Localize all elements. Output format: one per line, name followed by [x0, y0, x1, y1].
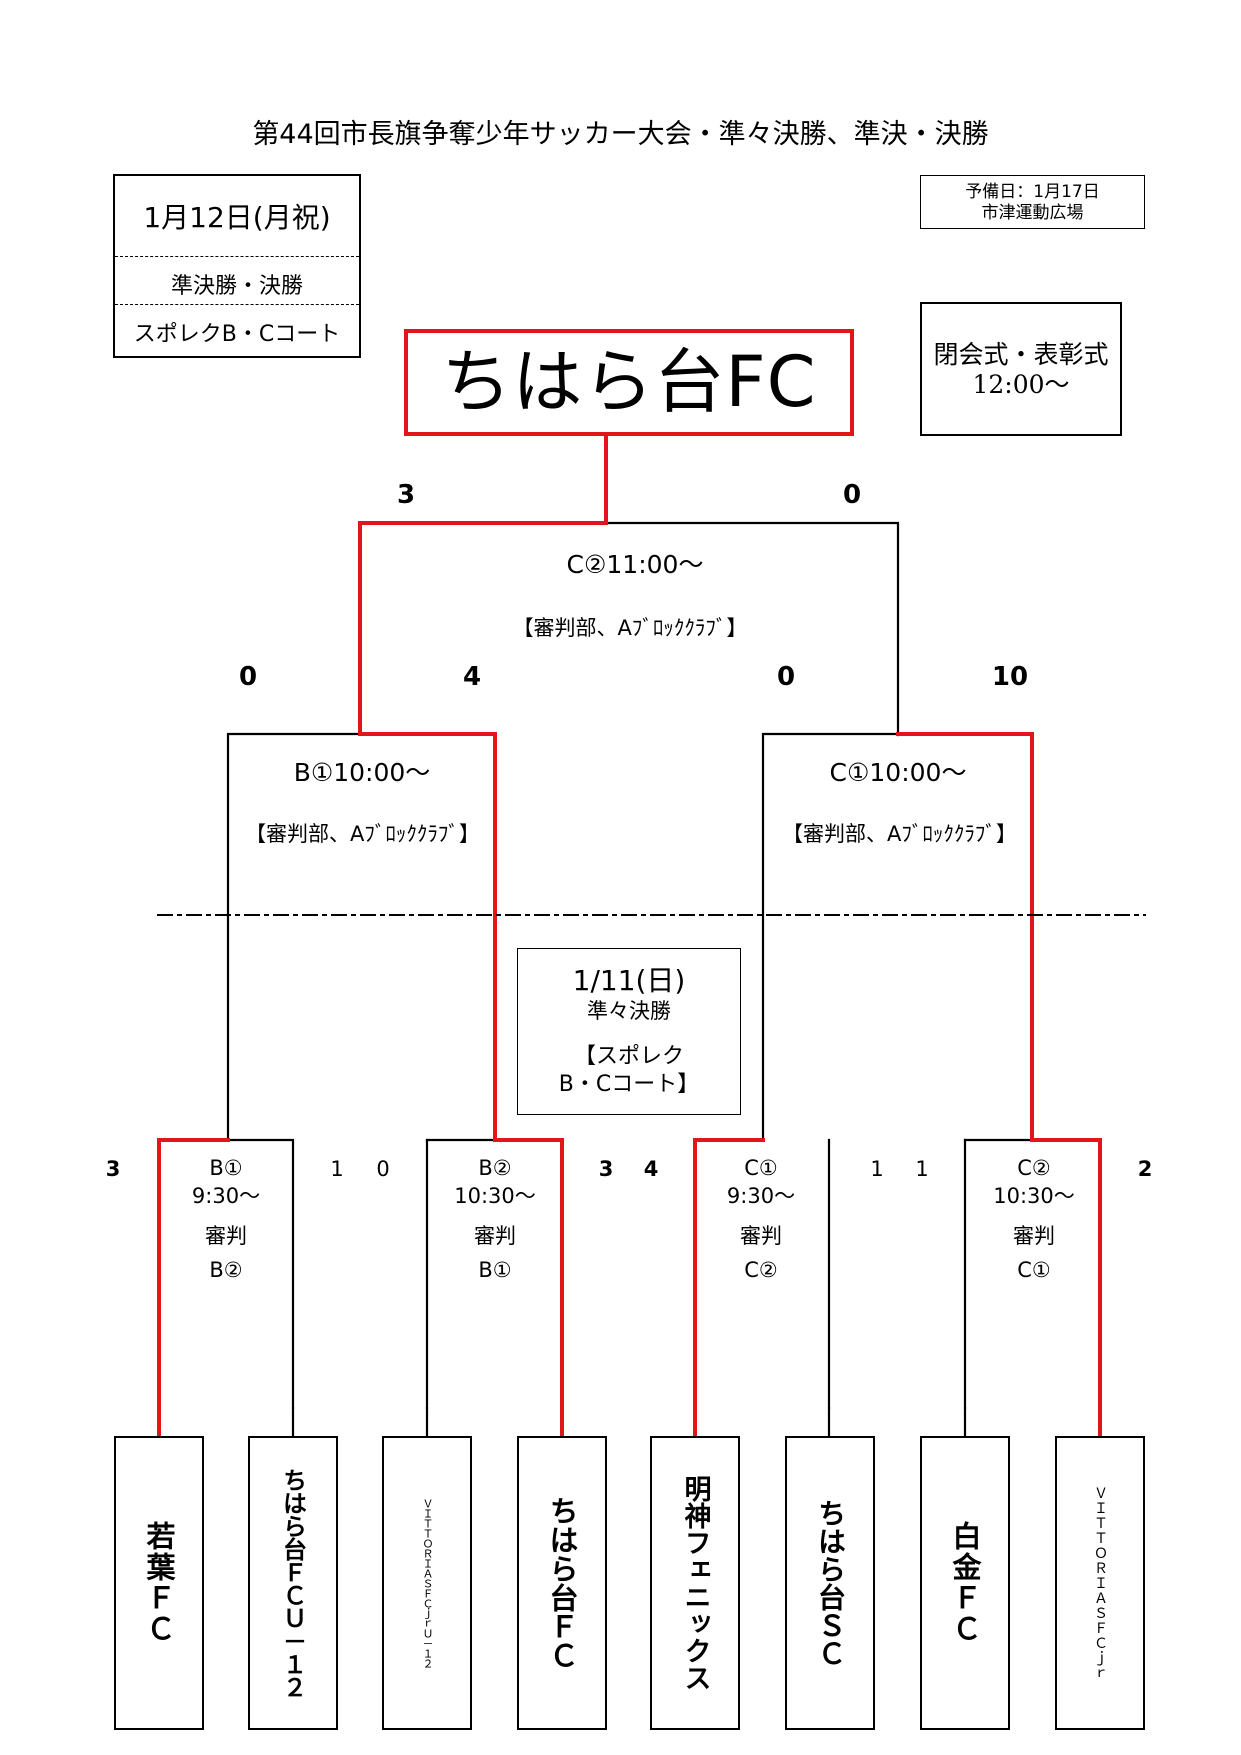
qf3-court: C①	[744, 1156, 778, 1180]
page-title: 第44回市長旗争奪少年サッカー大会・準々決勝、準決・決勝	[252, 119, 989, 150]
semi2-match-label: C①10:00～	[829, 758, 967, 787]
team-name: ＶＩＴＴＯＲＩＡＳＦＣｊｒ	[1092, 1485, 1108, 1681]
reserve-date: 予備日：1月17日	[965, 182, 1100, 202]
qf1-time: 9:30～	[191, 1184, 261, 1208]
qf4-score-right: 2	[1137, 1157, 1153, 1181]
team-name: 明神フェニックス	[679, 1475, 711, 1691]
team-name: ＶＩＴＴＯＲＩＡＳＦＣｊｒＵ－１２	[421, 1498, 434, 1668]
qf4-info: C② 10:30～ 審判 C①	[972, 1154, 1096, 1284]
semi1-score-left: 0	[238, 662, 258, 692]
divider	[115, 256, 359, 257]
qf1-ref-label: 審判	[205, 1224, 247, 1248]
court-label: スポレクB・Cコート	[133, 322, 341, 347]
qf-venue-line1: 【スポレク	[573, 1044, 684, 1069]
qf3-ref-label: 審判	[740, 1224, 782, 1248]
qf-round: 準々決勝	[587, 999, 671, 1023]
qf3-score-left: 4	[643, 1157, 659, 1181]
team-box: 若葉ＦＣ	[114, 1436, 204, 1730]
qf2-ref: B①	[478, 1258, 512, 1282]
qf-date: 1/11(日)	[572, 964, 686, 997]
team-box: 明神フェニックス	[650, 1436, 740, 1730]
semi1-match-label: B①10:00～	[293, 758, 431, 787]
qf4-ref-label: 審判	[1013, 1224, 1055, 1248]
final-score-left: 3	[396, 480, 416, 510]
final-referee: 【審判部、Aﾌﾞﾛｯｸｸﾗﾌﾞ】	[512, 616, 748, 640]
team-box: ＶＩＴＴＯＲＩＡＳＦＣｊｒＵ－１２	[382, 1436, 472, 1730]
quarterfinal-info-box: 1/11(日) 準々決勝 【スポレク B・Cコート】	[517, 948, 741, 1115]
final-score-right: 0	[842, 480, 862, 510]
team-name: 白金ＦＣ	[948, 1521, 982, 1645]
qf3-info: C① 9:30～ 審判 C②	[705, 1154, 817, 1284]
qf4-time: 10:30～	[993, 1184, 1075, 1208]
team-name: ちはら台ＳＣ	[814, 1499, 847, 1667]
semi2-score-left: 0	[776, 662, 796, 692]
qf1-ref: B②	[209, 1258, 243, 1282]
closing-title: 閉会式・表彰式	[933, 340, 1109, 369]
qf2-ref-label: 審判	[474, 1224, 516, 1248]
team-box: ちはら台ＳＣ	[785, 1436, 875, 1730]
qf4-score-left: 1	[915, 1157, 929, 1181]
reserve-venue: 市津運動広場	[981, 203, 1084, 223]
qf4-court: C②	[1017, 1156, 1051, 1180]
team-name: ちはら台ＦＣＵ－１２	[278, 1468, 307, 1698]
date-box: 1月12日(月祝) 準決勝・決勝 スポレクB・Cコート	[113, 174, 361, 358]
team-box: ちはら台ＦＣ	[517, 1436, 607, 1730]
qf1-score-left: 3	[105, 1157, 121, 1181]
semi2-score-right: 10	[991, 662, 1029, 692]
team-name: ちはら台ＦＣ	[545, 1496, 579, 1670]
qf2-score-left: 0	[376, 1157, 390, 1181]
qf1-info: B① 9:30～ 審判 B②	[170, 1154, 282, 1284]
champion-box: ちはら台FC	[404, 329, 854, 436]
team-name: 若葉ＦＣ	[142, 1521, 176, 1645]
team-box: ＶＩＴＴＯＲＩＡＳＦＣｊｒ	[1055, 1436, 1145, 1730]
qf4-ref: C①	[1017, 1258, 1051, 1282]
qf2-time: 10:30～	[454, 1184, 536, 1208]
round-label: 準決勝・決勝	[170, 274, 303, 299]
closing-ceremony-box: 閉会式・表彰式 12:00～	[920, 302, 1122, 436]
date-label: 1月12日(月祝)	[143, 201, 331, 234]
qf2-score-right: 3	[598, 1157, 614, 1181]
closing-time: 12:00～	[972, 370, 1070, 399]
divider	[115, 304, 359, 305]
semi2-referee: 【審判部、Aﾌﾞﾛｯｸｸﾗﾌﾞ】	[782, 822, 1017, 846]
semi1-referee: 【審判部、Aﾌﾞﾛｯｸｸﾗﾌﾞ】	[245, 822, 480, 846]
qf3-time: 9:30～	[726, 1184, 796, 1208]
semi1-score-right: 4	[462, 662, 482, 692]
team-box: ちはら台ＦＣＵ－１２	[248, 1436, 338, 1730]
team-box: 白金ＦＣ	[920, 1436, 1010, 1730]
qf2-info: B② 10:30～ 審判 B①	[433, 1154, 557, 1284]
reserve-day-box: 予備日：1月17日 市津運動広場	[920, 175, 1145, 229]
qf-venue-line2: B・Cコート】	[558, 1072, 700, 1097]
qf1-score-right: 1	[330, 1157, 344, 1181]
qf2-court: B②	[478, 1156, 512, 1180]
qf3-ref: C②	[744, 1258, 778, 1282]
final-match-label: C②11:00～	[566, 550, 704, 579]
qf3-score-right: 1	[870, 1157, 884, 1181]
qf1-court: B①	[209, 1156, 243, 1180]
